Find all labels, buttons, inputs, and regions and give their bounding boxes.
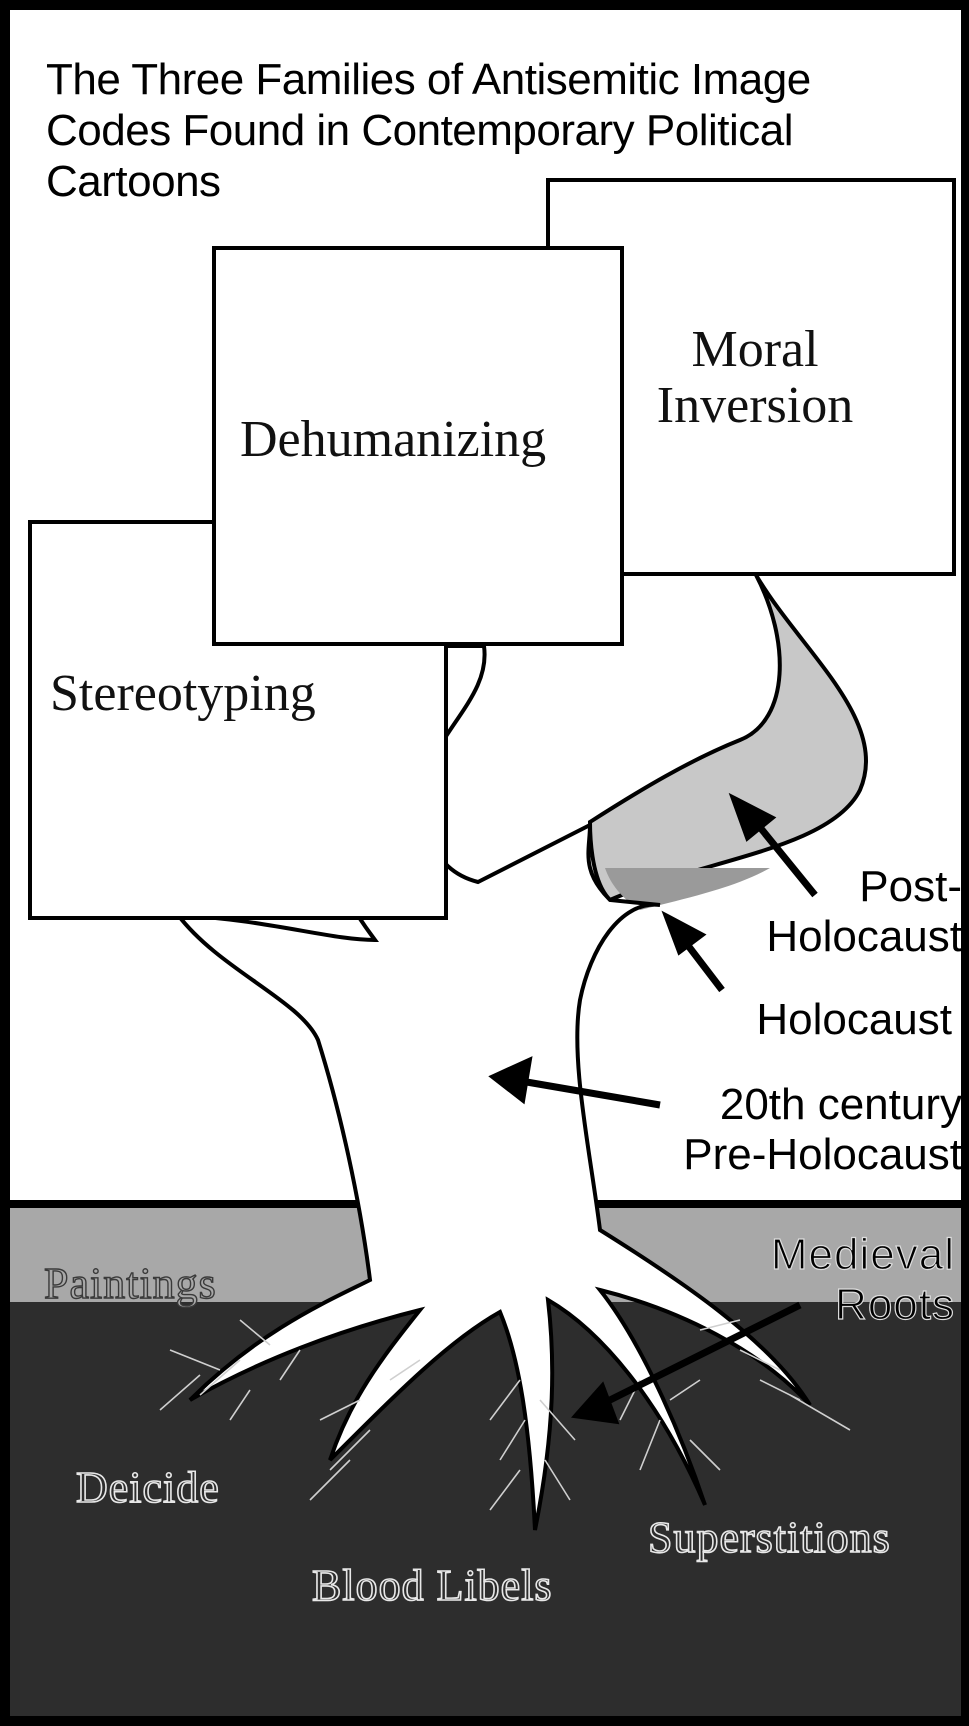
holocaust-label: Holocaust xyxy=(690,995,952,1045)
pre-holocaust-label: 20th century Pre-Holocaust xyxy=(600,1080,962,1180)
arrow-holocaust-head xyxy=(668,918,700,950)
post-holocaust-label: Post- Holocaust xyxy=(700,862,962,962)
medieval-roots-line2: Roots xyxy=(700,1280,955,1330)
post-holocaust-branch xyxy=(590,575,866,900)
superstitions-label: Superstitions xyxy=(648,1512,891,1563)
medieval-roots-line1: Medieval xyxy=(700,1230,955,1280)
pre-holocaust-line2: Pre-Holocaust xyxy=(600,1130,962,1180)
medieval-roots-label: Medieval Roots xyxy=(700,1230,955,1330)
post-holocaust-line2: Holocaust xyxy=(700,912,962,962)
deicide-label: Deicide xyxy=(76,1462,220,1513)
page-title: The Three Families of Antisemitic Image … xyxy=(46,54,906,207)
dehumanizing-box: Dehumanizing xyxy=(212,246,624,646)
paintings-label: Paintings xyxy=(44,1258,217,1309)
post-holocaust-line1: Post- xyxy=(700,862,962,912)
arrow-medieval-roots-head xyxy=(578,1388,614,1420)
blood-libels-label: Blood Libels xyxy=(312,1560,553,1611)
pre-holocaust-line1: 20th century xyxy=(600,1080,962,1130)
dehumanizing-label: Dehumanizing xyxy=(240,410,546,469)
moral-inversion-label: Moral Inversion xyxy=(590,322,920,434)
stereotyping-label: Stereotyping xyxy=(50,664,316,723)
